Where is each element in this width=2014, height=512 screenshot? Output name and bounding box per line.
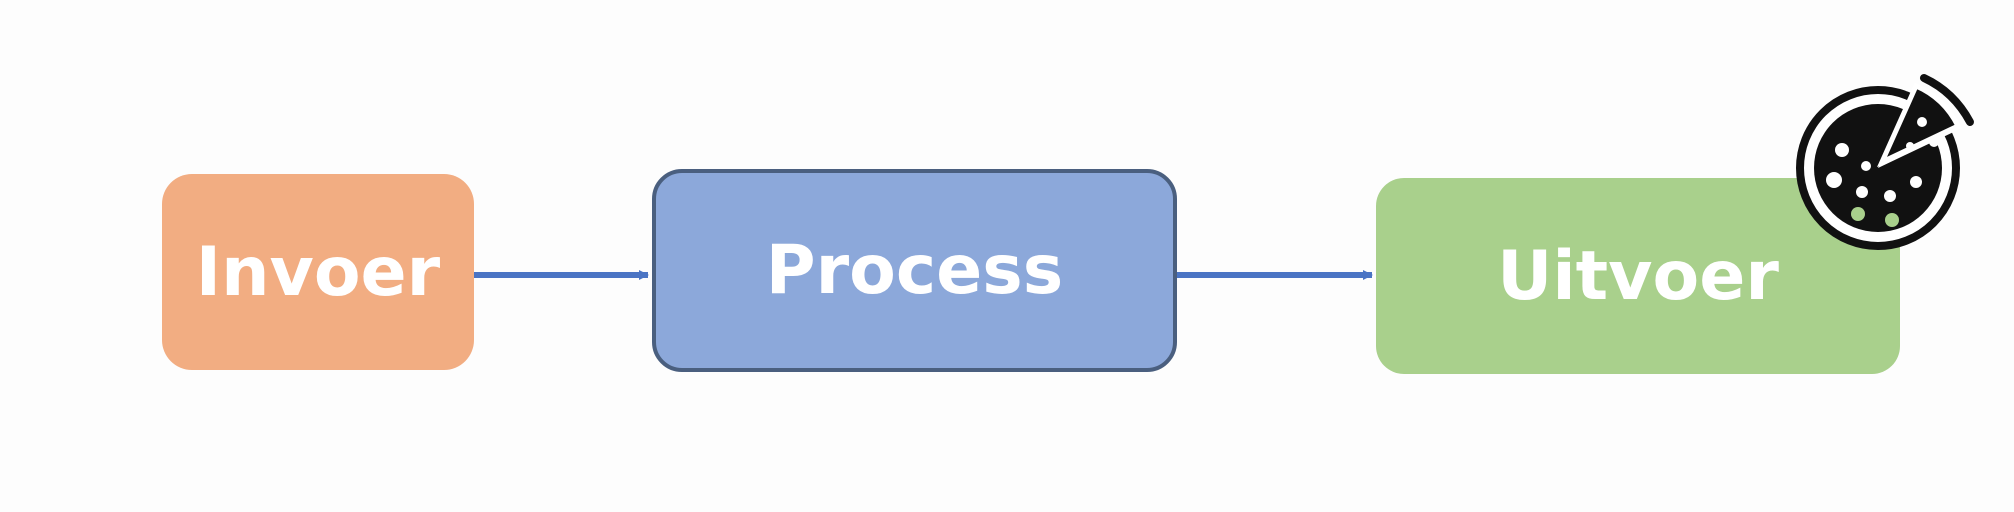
node-output-label: Uitvoer <box>1497 236 1779 316</box>
pizza-icon <box>1796 74 1974 250</box>
node-process: Process <box>652 169 1177 372</box>
node-input: Invoer <box>162 174 474 370</box>
node-input-label: Invoer <box>195 232 441 312</box>
node-process-label: Process <box>765 231 1064 310</box>
